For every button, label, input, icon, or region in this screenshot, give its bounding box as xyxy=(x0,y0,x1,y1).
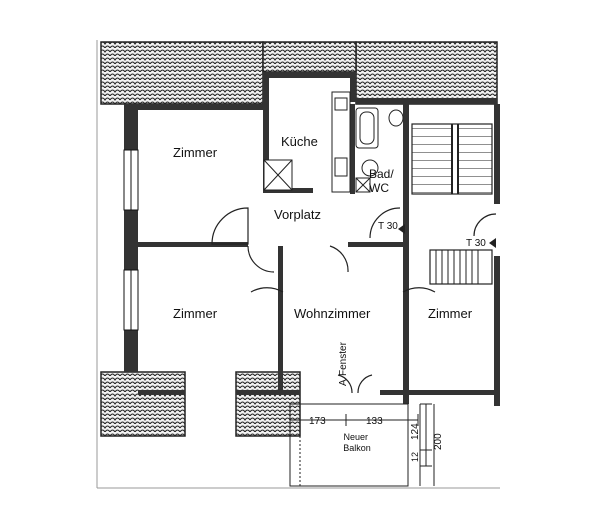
label-zimmer-bottom-left: Zimmer xyxy=(173,306,218,321)
label-wohnzimmer: Wohnzimmer xyxy=(294,306,371,321)
roof-tiles-bottom-left xyxy=(100,371,186,437)
dimension-173: 173 xyxy=(309,416,326,427)
roof-tiles-center xyxy=(262,41,357,73)
staircase xyxy=(411,123,497,285)
bathroom-fixtures xyxy=(355,107,404,193)
label-vorplatz: Vorplatz xyxy=(274,207,321,222)
walls xyxy=(124,72,500,406)
label-zimmer-top-left: Zimmer xyxy=(173,145,218,160)
windows-left xyxy=(123,149,139,331)
dimension-lines xyxy=(289,403,432,467)
kitchen-fixtures xyxy=(263,91,351,193)
dimension-12: 12 xyxy=(410,452,420,462)
label-fenster-prefix: A xyxy=(338,379,349,386)
dimension-124: 124 xyxy=(410,423,421,440)
door-marker-stair xyxy=(489,238,496,248)
label-fenster: Fenster xyxy=(338,341,349,376)
label-bad-wc: Bad/ WC xyxy=(369,167,397,195)
label-kueche: Küche xyxy=(281,134,318,149)
balcony xyxy=(289,403,435,487)
label-t30-vorplatz: T 30 xyxy=(378,221,398,232)
roof-tiles-left xyxy=(100,41,264,105)
dimension-133: 133 xyxy=(366,416,383,427)
door-marker-vorplatz xyxy=(398,224,405,234)
label-zimmer-right: Zimmer xyxy=(428,306,473,321)
doors xyxy=(211,207,436,394)
dimension-200: 200 xyxy=(433,433,444,450)
roof-tiles-right xyxy=(355,41,498,105)
label-neuer-balkon: Neuer Balkon xyxy=(343,432,371,453)
label-t30-stair: T 30 xyxy=(466,238,486,249)
